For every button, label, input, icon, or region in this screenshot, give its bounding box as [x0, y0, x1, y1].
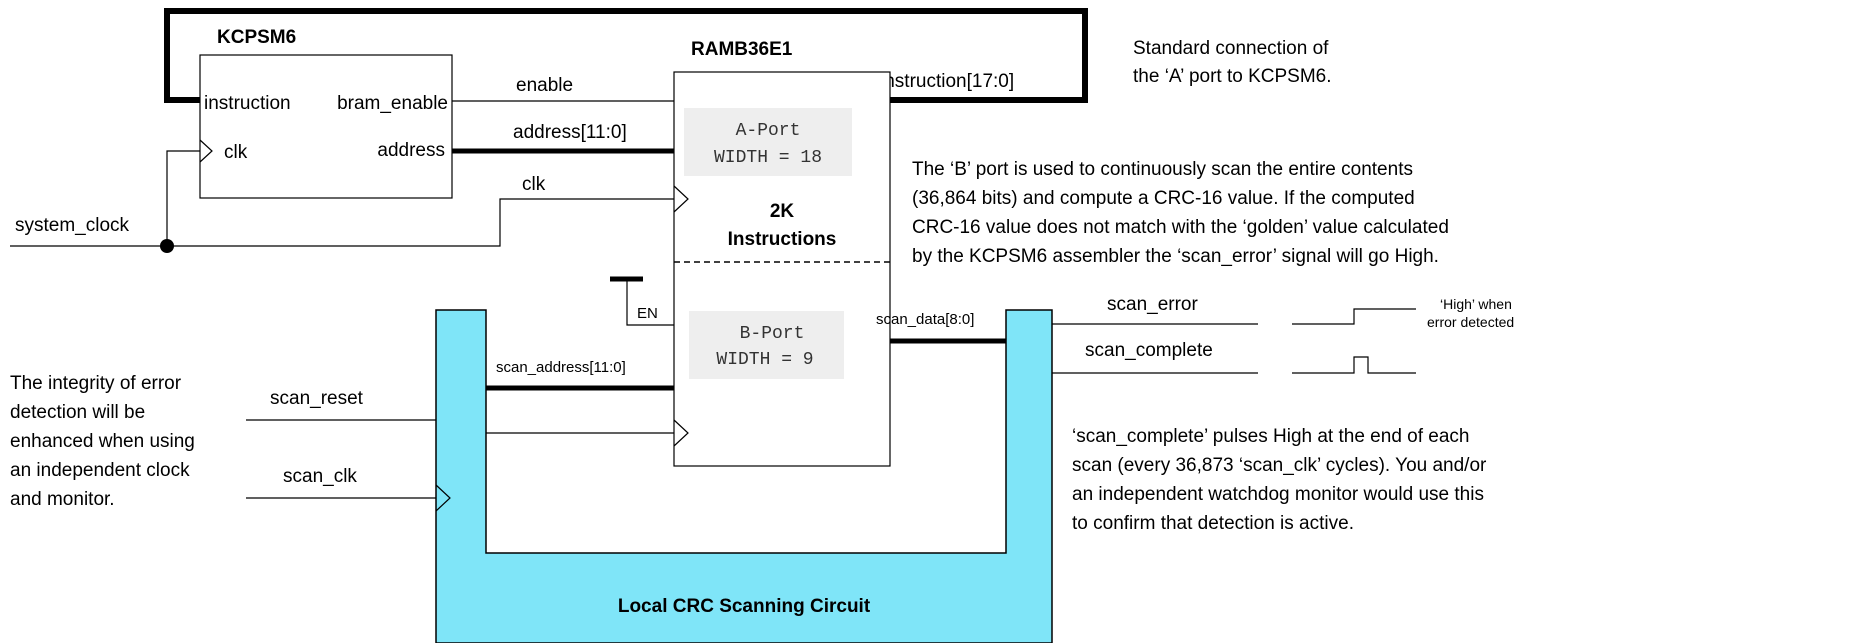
scan-data-label: scan_data[8:0] — [876, 311, 974, 328]
note-standard-line-2: the ‘A’ port to KCPSM6. — [1133, 66, 1332, 87]
b-port-box — [689, 311, 844, 379]
note-integrity-line-1: The integrity of error — [10, 373, 182, 394]
crc-clk-triangle — [435, 484, 451, 512]
scan-error-label: scan_error — [1107, 294, 1198, 315]
note-complete-line-1: ‘scan_complete’ pulses High at the end o… — [1072, 426, 1470, 447]
note-bport-line-2: (36,864 bits) and compute a CRC-16 value… — [912, 188, 1415, 209]
kcpsm6-clk-triangle — [199, 139, 213, 163]
scan-clk-label: scan_clk — [283, 466, 357, 487]
enable-label: enable — [516, 75, 573, 96]
note-bport-line-3: CRC-16 value does not match with the ‘go… — [912, 217, 1449, 238]
address-port-label: address — [377, 140, 445, 161]
b-port-label: B-Port — [740, 324, 805, 344]
note-complete-line-4: to confirm that detection is active. — [1072, 513, 1354, 534]
note-standard-line-1: Standard connection of — [1133, 38, 1329, 59]
a-port-label: A-Port — [736, 121, 801, 141]
high-when-label-2: error detected — [1427, 314, 1514, 330]
clock-junction-dot — [160, 239, 174, 253]
a-port-box — [684, 108, 852, 176]
system-clock-label: system_clock — [15, 215, 130, 236]
note-integrity-line-5: and monitor. — [10, 489, 115, 510]
ramb-b-clk-triangle — [673, 419, 689, 447]
instruction-port-label: instruction — [204, 93, 291, 114]
high-when-label-1: ‘High’ when — [1440, 296, 1512, 312]
capacity-number: 2K — [770, 201, 795, 222]
scan-reset-label: scan_reset — [270, 388, 364, 409]
capacity-unit: Instructions — [728, 229, 837, 250]
bram-enable-port-label: bram_enable — [337, 93, 448, 114]
clk-port-label: clk — [224, 142, 248, 163]
scan-complete-label: scan_complete — [1085, 340, 1213, 361]
a-port-width: WIDTH = 18 — [714, 148, 822, 168]
en-wire — [626, 279, 674, 326]
en-label: EN — [637, 305, 658, 322]
note-integrity-line-4: an independent clock — [10, 460, 190, 481]
note-standard-connection: Standard connection of the ‘A’ port to K… — [1133, 38, 1332, 87]
kcpsm6-block — [199, 54, 453, 199]
note-complete-line-3: an independent watchdog monitor would us… — [1072, 484, 1484, 505]
clk-wire-to-ramb — [167, 198, 674, 247]
note-complete-line-2: scan (every 36,873 ‘scan_clk’ cycles). Y… — [1072, 455, 1487, 476]
ramb36e1-title: RAMB36E1 — [691, 39, 793, 60]
clk-wire-label: clk — [522, 174, 546, 195]
kcpsm6-title: KCPSM6 — [217, 27, 296, 48]
address-bus-label: address[11:0] — [513, 122, 627, 143]
crc-scanning-circuit — [435, 309, 1053, 643]
crc-circuit-label: Local CRC Scanning Circuit — [618, 596, 871, 617]
scan-error-waveform — [1292, 308, 1416, 325]
system-clock-to-kcpsm6 — [166, 150, 200, 246]
ramb-a-clk-triangle — [673, 185, 689, 213]
scan-address-label: scan_address[11:0] — [496, 359, 626, 376]
note-integrity-line-3: enhanced when using — [10, 431, 195, 452]
instruction-bus-loop — [164, 8, 1088, 103]
note-integrity-line-2: detection will be — [10, 402, 145, 423]
note-b-port: The ‘B’ port is used to continuously sca… — [912, 159, 1449, 267]
note-integrity: The integrity of error detection will be… — [10, 373, 195, 510]
instruction-bus-label: instruction[17:0] — [880, 71, 1014, 92]
note-bport-line-4: by the KCPSM6 assembler the ‘scan_error’… — [912, 246, 1439, 267]
note-bport-line-1: The ‘B’ port is used to continuously sca… — [912, 159, 1413, 180]
note-scan-complete: ‘scan_complete’ pulses High at the end o… — [1072, 426, 1487, 534]
scan-complete-waveform — [1292, 356, 1416, 374]
b-port-width: WIDTH = 9 — [716, 350, 813, 370]
